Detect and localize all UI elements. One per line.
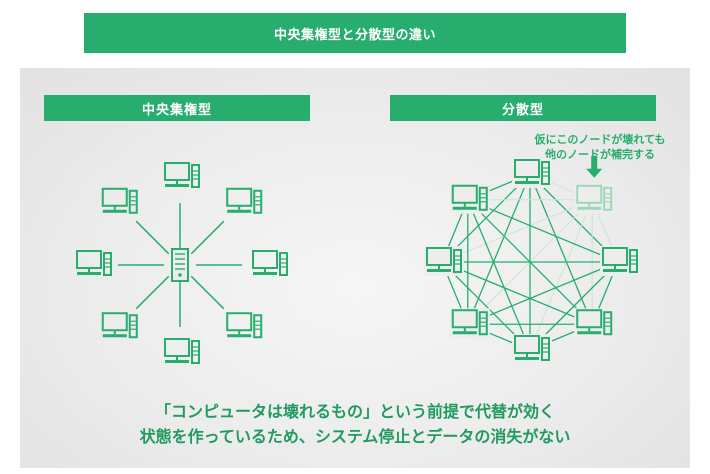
central-computer-icon (164, 338, 200, 364)
mesh-link (441, 261, 593, 325)
distributed-label: 分散型 (390, 95, 656, 121)
caption-line2: 状態を作っているため、システム停止とデータの消失がない (139, 427, 571, 446)
distributed-computer-icon (514, 335, 550, 361)
diagram-panel (20, 68, 690, 468)
diagram-title: 中央集権型と分散型の違い (84, 13, 626, 53)
failure-note-line1: 仮にこのノードが壊れても (534, 133, 666, 146)
distributed-computer-icon (514, 159, 550, 185)
failed-computer-icon (576, 184, 613, 211)
central-computer-icon (164, 162, 200, 188)
mesh-link (467, 199, 531, 351)
distributed-computer-icon (451, 184, 488, 211)
caption-line1: 「コンピュータは壊れるもの」という前提で代替が効く (154, 402, 555, 421)
central-link (135, 220, 170, 255)
mesh-link (529, 173, 593, 325)
central-computer-icon (101, 187, 138, 214)
mesh-link (467, 199, 593, 325)
failure-note-line2: 他のノードが補完する (545, 148, 655, 161)
central-computer-icon (252, 250, 288, 276)
down-arrow-icon (586, 155, 603, 178)
central-links (118, 203, 242, 327)
mesh-link (529, 199, 593, 351)
central-computer-icon (101, 312, 138, 339)
central-link (190, 220, 225, 255)
distributed-computer-icon (576, 309, 613, 336)
central-label: 中央集権型 (44, 95, 310, 121)
central-computer-icon (226, 312, 263, 339)
central-computer-icon (76, 250, 112, 276)
central-computer-icon (226, 187, 263, 214)
mesh-link (467, 261, 619, 325)
server-icon (171, 248, 189, 282)
mesh-link (467, 173, 531, 325)
central-link (135, 275, 170, 310)
central-link (190, 275, 225, 310)
distributed-computer-icon (426, 247, 462, 273)
mesh-link (441, 199, 593, 263)
distributed-nodes (424, 158, 640, 364)
mesh-link (467, 199, 619, 263)
central-nodes (76, 162, 288, 364)
distributed-computer-icon (451, 309, 488, 336)
distributed-computer-icon (602, 247, 638, 273)
